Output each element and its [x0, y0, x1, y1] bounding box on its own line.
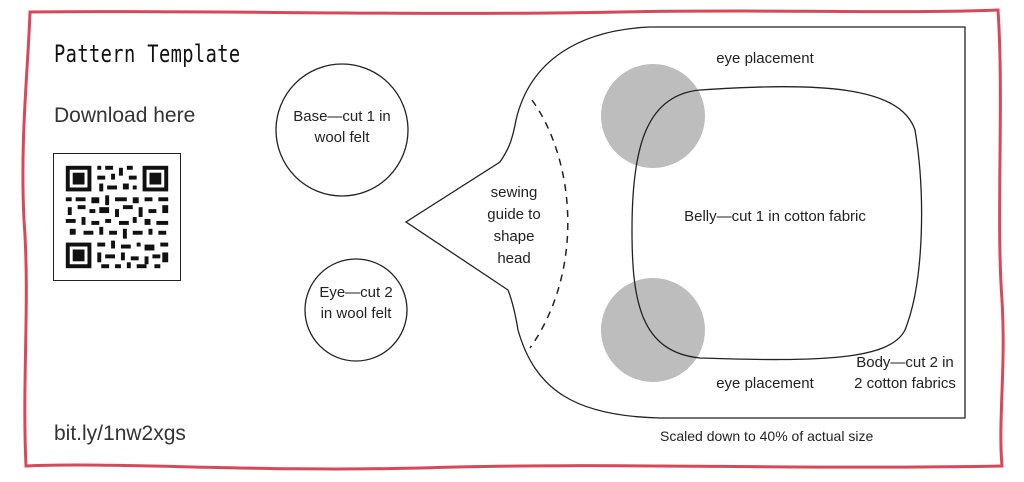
base-piece — [275, 63, 409, 197]
page-title: Pattern Template — [54, 40, 241, 68]
eye-placement-top-label: eye placement — [716, 50, 814, 67]
qr-code-icon[interactable] — [53, 153, 181, 281]
short-url-link[interactable]: bit.ly/1nw2xgs — [54, 422, 186, 445]
download-text[interactable]: Download here — [54, 104, 196, 127]
belly-label: Belly—cut 1 in cotton fabric — [684, 208, 866, 225]
eye-placement-bottom-label: eye placement — [716, 375, 814, 392]
sewing-guide-line — [529, 99, 569, 349]
body-piece — [404, 26, 966, 419]
eye-placement-bottom — [601, 278, 705, 382]
eye-label: Eye—cut 2 in wool felt — [319, 284, 393, 322]
body-label: Body—cut 2 in 2 cotton fabrics — [854, 354, 956, 392]
base-label: Base—cut 1 in wool felt — [293, 108, 391, 146]
scale-note: Scaled down to 40% of actual size — [660, 428, 874, 444]
eye-piece — [304, 258, 408, 362]
belly-piece — [631, 86, 923, 361]
sewing-guide-label: sewing guide to shape head — [487, 184, 541, 267]
eye-placement-top — [601, 64, 705, 168]
